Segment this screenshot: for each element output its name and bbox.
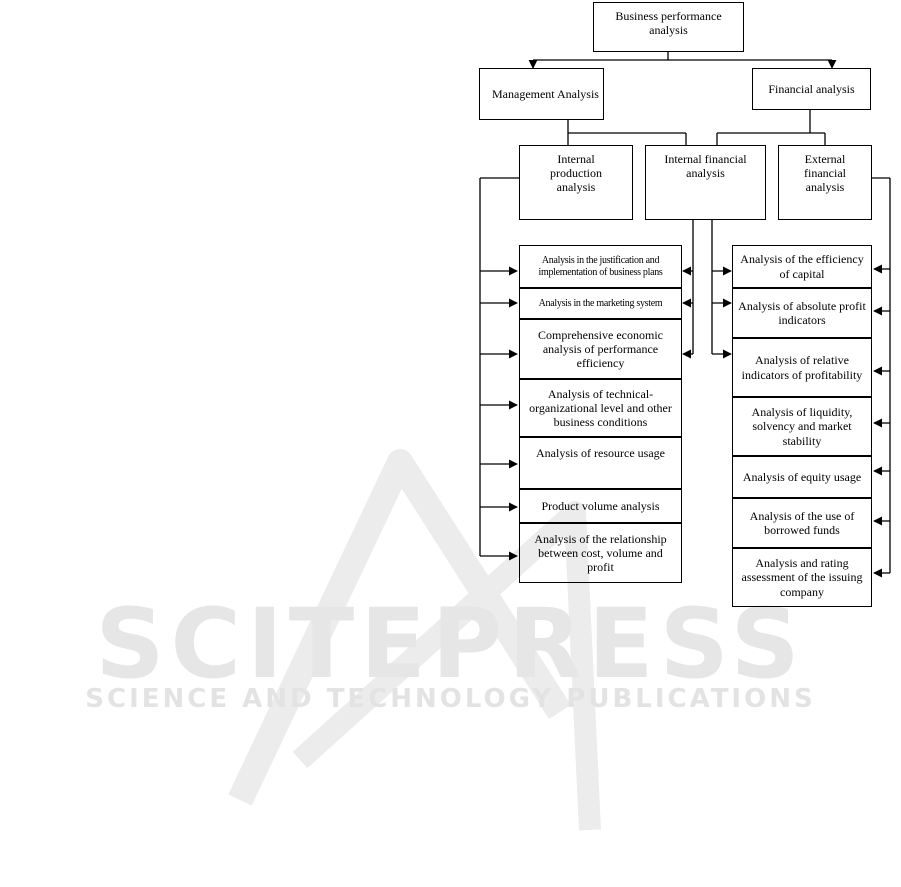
left-item-product-volume: Product volume analysis xyxy=(519,489,682,523)
node-financial-analysis: Financial analysis xyxy=(752,68,871,110)
right-item-equity-usage: Analysis of equity usage xyxy=(732,456,872,498)
left-item-cost-volume-profit: Analysis of the relationship between cos… xyxy=(519,523,682,583)
node-external-financial-analysis: External financial analysis xyxy=(778,145,872,220)
left-item-resource-usage: Analysis of resource usage xyxy=(519,437,682,489)
right-item-rating-assessment: Analysis and rating assessment of the is… xyxy=(732,548,872,607)
watermark-subtitle: SCIENCE AND TECHNOLOGY PUBLICATIONS xyxy=(85,684,816,714)
right-item-absolute-profit: Analysis of absolute profit indicators xyxy=(732,288,872,338)
left-item-marketing-system: Analysis in the marketing system xyxy=(519,288,682,319)
node-management-analysis: Management Analysis xyxy=(479,68,604,120)
node-internal-financial-analysis: Internal financial analysis xyxy=(645,145,766,220)
left-item-business-plans: Analysis in the justification and implem… xyxy=(519,245,682,288)
left-item-economic-analysis: Comprehensive economic analysis of perfo… xyxy=(519,319,682,379)
right-item-liquidity-solvency: Analysis of liquidity, solvency and mark… xyxy=(732,397,872,456)
watermark-title: SCITEPRESS xyxy=(95,588,806,700)
right-item-efficiency-of-capital: Analysis of the efficiency of capital xyxy=(732,245,872,288)
right-item-borrowed-funds: Analysis of the use of borrowed funds xyxy=(732,498,872,548)
right-item-relative-profitability: Analysis of relative indicators of profi… xyxy=(732,338,872,397)
node-internal-production-analysis: Internal production analysis xyxy=(519,145,633,220)
node-business-performance-analysis: Business performance analysis xyxy=(593,2,744,52)
left-item-technical-organizational: Analysis of technical-organizational lev… xyxy=(519,379,682,437)
